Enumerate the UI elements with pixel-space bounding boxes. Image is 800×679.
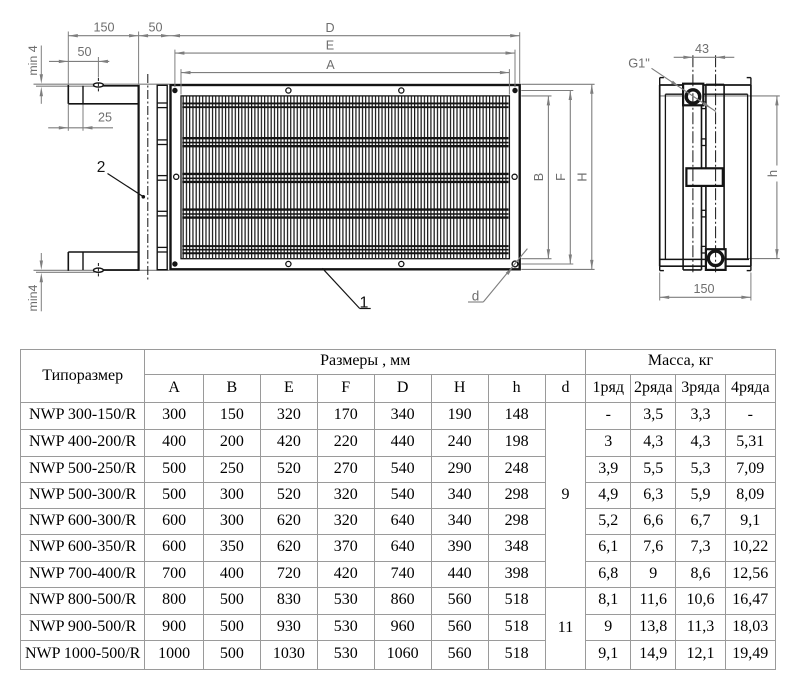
svg-text:d: d: [472, 288, 480, 303]
svg-text:D: D: [325, 21, 334, 35]
svg-text:B: B: [532, 173, 546, 181]
svg-text:E: E: [326, 38, 334, 52]
svg-text:F: F: [554, 173, 568, 181]
svg-text:H: H: [576, 172, 590, 181]
svg-text:A: A: [326, 58, 335, 72]
svg-text:150: 150: [93, 21, 114, 35]
svg-text:2: 2: [97, 159, 106, 176]
svg-text:min4: min4: [26, 284, 40, 311]
svg-text:1: 1: [360, 294, 369, 311]
svg-text:min 4: min 4: [26, 45, 40, 75]
svg-text:G1": G1": [628, 56, 650, 71]
svg-text:50: 50: [148, 21, 162, 35]
svg-text:h: h: [765, 170, 780, 177]
svg-text:50: 50: [77, 45, 91, 59]
svg-text:150: 150: [693, 282, 714, 296]
svg-text:25: 25: [98, 110, 112, 124]
svg-text:43: 43: [695, 42, 709, 56]
